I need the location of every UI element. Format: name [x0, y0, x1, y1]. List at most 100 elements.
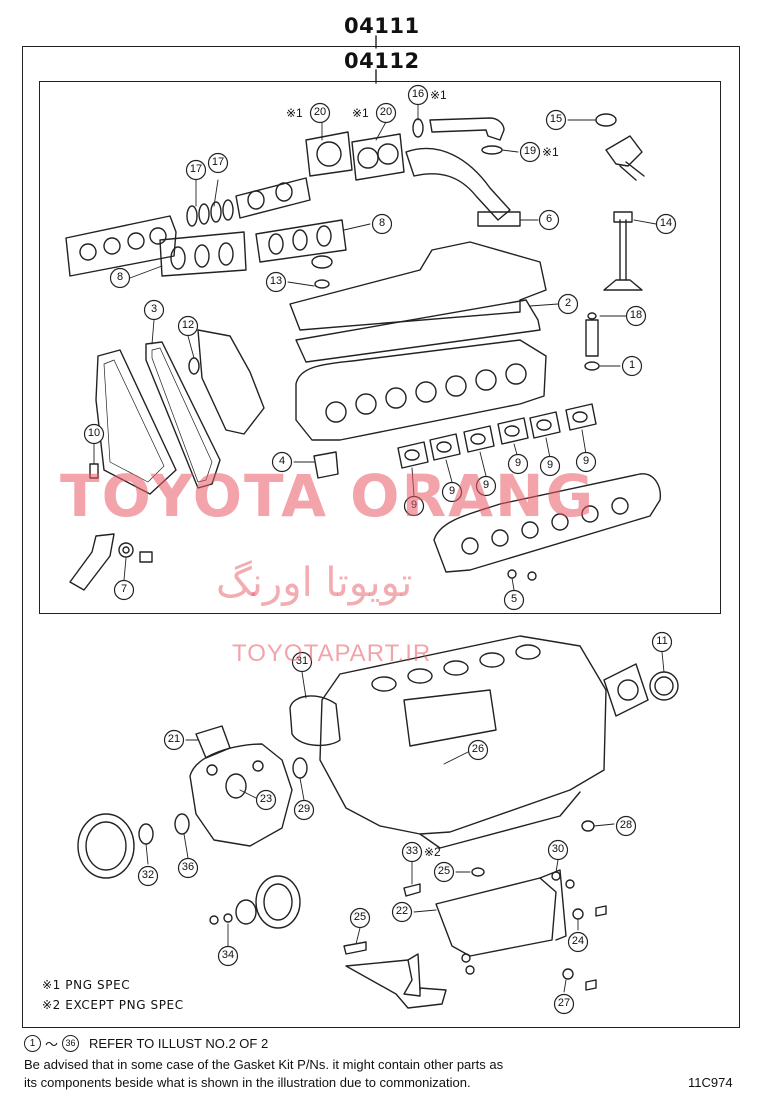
callout-number: 9: [514, 457, 522, 469]
callout-circle: [441, 481, 463, 503]
callout-number: 26: [471, 743, 485, 755]
callout-number: 15: [549, 113, 563, 125]
callout-number: 28: [619, 819, 633, 831]
callout-number: 29: [297, 803, 311, 815]
callout-number: 9: [546, 459, 554, 471]
callout-spec-mark: ※2: [424, 845, 441, 859]
callout-number: 17: [189, 163, 203, 175]
kit-number-secondary: 04112: [344, 49, 420, 73]
callout-circle: [293, 799, 315, 821]
callout-number: 30: [551, 843, 565, 855]
advisory-line-1: Be advised that in some case of the Gask…: [24, 1057, 504, 1072]
callout-number: 16: [411, 88, 425, 100]
callout-circle: [539, 455, 561, 477]
callout-circle: [519, 141, 541, 163]
callout-number: 9: [582, 455, 590, 467]
callout-number: 2: [564, 297, 572, 309]
callout-number: 3: [150, 303, 158, 315]
callout-circle: [545, 109, 567, 131]
callout-number: 13: [269, 275, 283, 287]
range-end-callout: 36: [62, 1035, 80, 1052]
callout-circle: [143, 299, 165, 321]
callout-circle: [547, 839, 569, 861]
callout-circle: [433, 861, 455, 883]
watermark-site: TOYOTAPART.IR: [232, 640, 432, 667]
callout-circle: [291, 651, 313, 673]
callout-circle: [255, 789, 277, 811]
callout-circle: [271, 451, 293, 473]
callout-circle: [207, 152, 229, 174]
callout-circle: [538, 209, 560, 231]
callout-number: 20: [379, 106, 393, 118]
callout-circle: [615, 815, 637, 837]
callout-number: 1: [628, 359, 636, 371]
callout-circle: [177, 315, 199, 337]
callout-circle: [113, 579, 135, 601]
callout-circle: [467, 739, 489, 761]
callout-spec-mark: ※1: [352, 106, 369, 120]
callout-spec-mark: ※1: [430, 88, 447, 102]
callout-circle: [177, 857, 199, 879]
watermark-brand-latin: TOYOTA ORANG: [60, 462, 596, 530]
callout-circle: [503, 589, 525, 611]
callout-circle: [507, 453, 529, 475]
callout-circle: [375, 102, 397, 124]
callout-number: 34: [221, 949, 235, 961]
range-tilde: ～: [45, 1037, 59, 1052]
callout-circle: [391, 901, 413, 923]
note-except-png-spec: ※2 EXCEPT PNG SPEC: [42, 998, 184, 1012]
callout-circle: [625, 305, 647, 327]
callout-circle: [475, 475, 497, 497]
callout-number: 14: [659, 217, 673, 229]
callout-number: 32: [141, 869, 155, 881]
callout-number: 7: [120, 583, 128, 595]
callout-number: 9: [482, 479, 490, 491]
callout-number: 8: [378, 217, 386, 229]
callout-number: 6: [545, 213, 553, 225]
callout-number: 31: [295, 655, 309, 667]
callout-number: 17: [211, 156, 225, 168]
callout-spec-mark: ※1: [286, 106, 303, 120]
callout-number: 22: [395, 905, 409, 917]
callout-number: 8: [116, 271, 124, 283]
callout-circle: [401, 841, 423, 863]
illustration-code: 11C974: [688, 1075, 733, 1090]
callout-number: 25: [353, 911, 367, 923]
upper-section-frame: [39, 81, 721, 614]
advisory-line-2: its components beside what is shown in t…: [24, 1075, 471, 1090]
callout-spec-mark: ※1: [542, 145, 559, 159]
callout-number: 24: [571, 935, 585, 947]
callout-circle: [265, 271, 287, 293]
callout-circle: [309, 102, 331, 124]
callout-number: 9: [410, 499, 418, 511]
footer-refer-line: 1 ～ 36 REFER TO ILLUST NO.2 OF 2: [24, 1034, 268, 1053]
callout-number: 33: [405, 845, 419, 857]
callout-circle: [109, 267, 131, 289]
callout-circle: [575, 451, 597, 473]
callout-circle: [651, 631, 673, 653]
callout-number: 11: [656, 635, 668, 647]
kit-number-primary: 04111: [344, 14, 420, 38]
callout-circle: [567, 931, 589, 953]
callout-circle: [407, 84, 429, 106]
callout-number: 20: [313, 106, 327, 118]
range-start-callout: 1: [24, 1035, 41, 1052]
callout-circle: [621, 355, 643, 377]
callout-number: 9: [448, 485, 456, 497]
note-png-spec: ※1 PNG SPEC: [42, 978, 131, 992]
callout-circle: [403, 495, 425, 517]
callout-circle: [185, 159, 207, 181]
outer-frame: [22, 46, 740, 1028]
callout-number: 27: [557, 997, 571, 1009]
callout-circle: [557, 293, 579, 315]
callout-circle: [349, 907, 371, 929]
callout-number: 5: [510, 593, 518, 605]
callout-circle: [553, 993, 575, 1015]
callout-circle: [83, 423, 105, 445]
callout-number: 18: [629, 309, 643, 321]
callout-number: 19: [523, 145, 537, 157]
callout-number: 23: [259, 793, 273, 805]
callout-number: 4: [278, 455, 286, 467]
callout-number: 25: [437, 865, 451, 877]
